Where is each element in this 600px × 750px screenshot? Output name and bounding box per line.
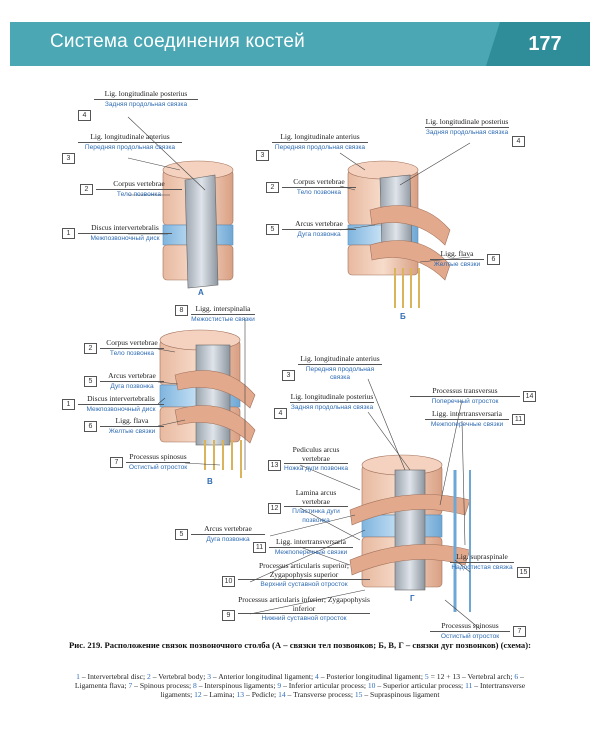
callout-g-5: 5 Arcus vertebrae Дуга позвонка: [175, 524, 265, 544]
callout-g-9: 9 Processus articularis inferior; Zygapo…: [222, 595, 370, 624]
legend-item: 10 – Superior articular process;: [367, 681, 464, 691]
callout-b-4: 4 Lig. longitudinale posterius Задняя пр…: [425, 117, 525, 147]
callout-b-3: 3 Lig. longitudinale anterius Передняя п…: [256, 132, 368, 161]
legend-item: 7 – Spinous process;: [128, 681, 192, 691]
legend-item: 15 – Supraspinous ligament: [354, 690, 440, 700]
callout-g-3: 3 Lig. longitudinale anterius Передняя п…: [282, 354, 382, 383]
callout-b-2: 2 Corpus vertebrae Тело позвонка: [266, 177, 356, 197]
callout-v-6: 6 Ligg. flava Желтые связки: [84, 416, 164, 436]
callout-v-8: 8 Ligg. interspinalia Межостистые связки: [175, 304, 255, 324]
legend-item: 12 – Lamina;: [194, 690, 235, 700]
callout-b-6: 6 Ligg. flava Желтые связки: [430, 249, 500, 269]
callout-g-13: 13 Pediculus arcus vertebrae Ножка дуги …: [268, 445, 348, 474]
legend-item: 11 – Intertransverse ligaments;: [160, 681, 526, 700]
legend-item: 2 – Vertebral body;: [147, 672, 206, 681]
callout-a-4: 4 Lig. longitudinale posterius Задняя пр…: [78, 89, 198, 121]
callout-v-2: 2 Corpus vertebrae Тело позвонка: [84, 338, 164, 358]
chapter-title: Система соединения костей: [50, 31, 305, 52]
legend-item: 3 – Anterior longitudinal ligament;: [207, 672, 314, 681]
callout-g-15: 15 Lig. supraspinale Надостистая связка: [450, 552, 530, 578]
callout-a-3: 3 Lig. longitudinale anterius Передняя п…: [62, 132, 182, 164]
panel-b-drawing: [347, 160, 451, 308]
panel-letter-a: А: [198, 288, 204, 297]
callout-v-1: 1 Discus intervertebralis Межпозвоночный…: [62, 394, 164, 414]
callout-g-12: 12 Lamina arcus vertebrae Пластинка дуги…: [268, 488, 348, 525]
legend-item: 1 – Intervertebral disc;: [76, 672, 146, 681]
legend-item: 9 – Inferior articular process;: [277, 681, 366, 691]
page-number: 177: [486, 22, 590, 66]
legend-item: 6 – Ligamenta flava;: [74, 672, 524, 691]
leader-lines: [127, 116, 481, 630]
callout-g-7: 7 Processus spinosus Остистый отросток: [430, 621, 526, 641]
callout-g-11-left: 11 Ligg. intertransversaria Межпоперечны…: [253, 537, 353, 557]
callout-v-5: 5 Arcus vertebrae Дуга позвонка: [84, 371, 164, 391]
callout-v-7: 7 Processus spinosus Остистый отросток: [110, 452, 190, 472]
callout-a-2: 2 Corpus vertebrae Тело позвонка: [80, 179, 182, 199]
legend-item: 4 – Posterior longitudinal ligament;: [315, 672, 424, 681]
callout-g-11-right: 11 Ligg. intertransversaria Межпоперечны…: [425, 409, 525, 429]
panel-letter-g: Г: [410, 594, 415, 603]
page-header: Система соединения костей 177: [0, 0, 600, 68]
figure-illustration: [127, 116, 481, 630]
panel-letter-v: В: [207, 477, 213, 486]
panel-v-drawing: [159, 329, 256, 478]
panel-letter-b: Б: [400, 312, 406, 321]
callout-g-10: 10 Processus articularis superior; Zygap…: [222, 561, 370, 590]
callout-g-4: 4 Lig. longitudinale posterius Задняя пр…: [274, 392, 374, 419]
callout-b-5: 5 Arcus vertebrae Дуга позвонка: [266, 219, 356, 239]
callout-a-1: 1 Discus intervertebralis Межпозвоночный…: [62, 223, 172, 243]
panel-g-drawing: [349, 454, 471, 612]
legend-item: 13 – Pedicle;: [236, 690, 277, 700]
callout-g-14: 14 Processus transversus Поперечный отро…: [410, 386, 536, 406]
figure-legend: 1 – Intervertebral disc; 2 – Vertebral b…: [60, 672, 540, 700]
figure-caption: Рис. 219. Расположение связок позвоночно…: [69, 640, 531, 650]
legend-item: 8 – Interspinous ligaments;: [193, 681, 276, 691]
panel-a-drawing: [162, 160, 234, 289]
legend-item: 14 – Transverse process;: [278, 690, 353, 700]
legend-item: 5 = 12 + 13 – Vertebral arch;: [424, 672, 513, 681]
